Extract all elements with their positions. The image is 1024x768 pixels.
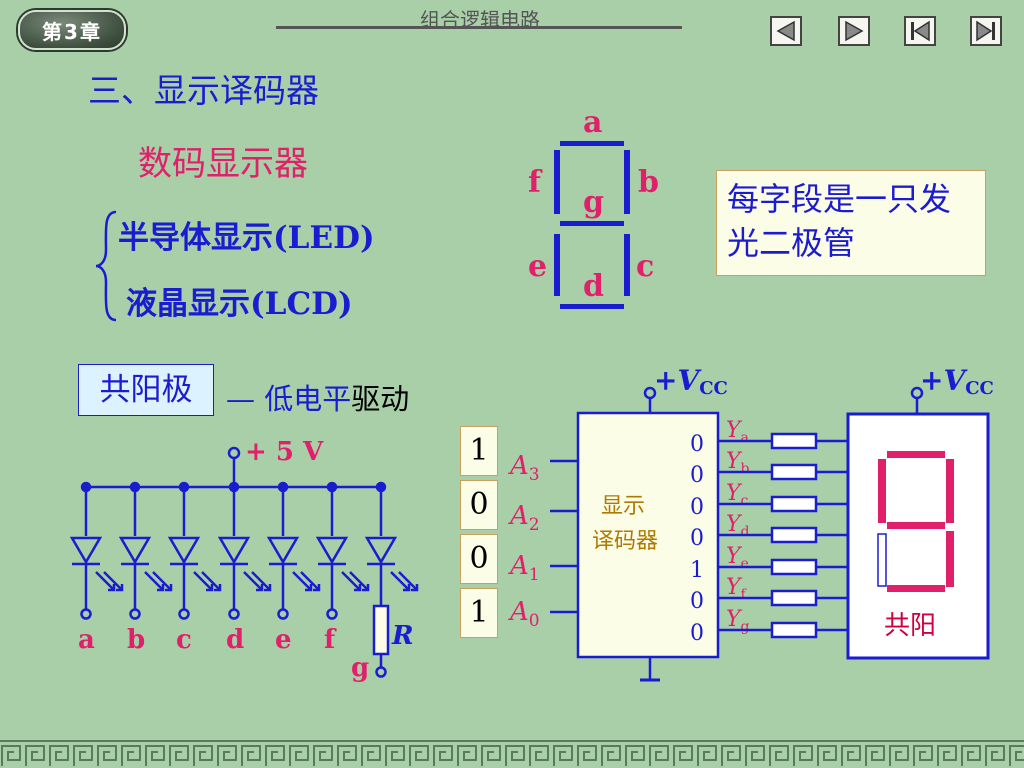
decoder-output-value: 0 (690, 495, 704, 520)
led-column (266, 481, 321, 620)
skip-to-end-icon (976, 20, 995, 42)
segment-label-f: f (528, 165, 543, 200)
common-anode-display (846, 386, 990, 660)
led-output-label: d (226, 625, 244, 655)
vcc-right-sub: CC (965, 378, 994, 399)
segment-d (560, 304, 624, 309)
triangle-right-icon (845, 20, 864, 42)
decoder-output-value: 1 (690, 558, 704, 583)
skip-to-start-icon (911, 20, 930, 42)
decorative-border (0, 740, 1024, 768)
input-bit-a3: 1 (460, 426, 498, 476)
led-array-circuit (69, 446, 419, 678)
segment-b (624, 150, 630, 214)
chapter-badge[interactable]: 第3章 (18, 10, 126, 50)
decoder-output-name: Yb (726, 449, 750, 477)
segment-label-a: a (583, 105, 602, 140)
output-resistor (770, 526, 818, 544)
decoder-output-value: 0 (690, 621, 704, 646)
display-types-heading: 数码显示器 (138, 144, 308, 184)
output-resistor (770, 621, 818, 639)
drive-prefix: — 低电平 (226, 382, 352, 416)
supply-terminal (227, 446, 241, 460)
prev-slide-button[interactable] (770, 16, 802, 46)
section-title: 三、显示译码器 (88, 71, 319, 110)
segment-a (560, 141, 624, 146)
decoder-output-value: 0 (690, 589, 704, 614)
led-column (118, 481, 173, 620)
last-slide-button[interactable] (970, 16, 1002, 46)
vcc-label-left: +VCC (654, 364, 728, 399)
segment-g (560, 221, 624, 226)
led-output-label: f (324, 625, 337, 655)
led-output-label: e (275, 625, 292, 655)
decoder-block (550, 386, 720, 682)
led-column (315, 481, 370, 620)
vcc-left-sub: CC (699, 378, 728, 399)
decoder-output-name: Yd (726, 512, 750, 540)
display-label: 共阳 (884, 611, 936, 641)
input-bit-a2: 0 (460, 480, 498, 530)
vcc-right-main: +V (920, 364, 968, 397)
segment-note: 每字段是一只发光二极管 (716, 170, 986, 276)
decoder-input-label: A3 (508, 451, 540, 485)
led-column (217, 481, 272, 620)
led-output-label: a (78, 625, 95, 655)
segment-label-e: e (528, 249, 547, 284)
decoder-output-value: 0 (690, 432, 704, 457)
decoder-input-label: A0 (508, 597, 540, 631)
output-resistor (770, 495, 818, 513)
supply-label: + 5 V (245, 437, 324, 467)
led-output-label: c (176, 625, 192, 655)
input-bit-a1: 0 (460, 534, 498, 584)
decoder-output-name: Ya (726, 418, 749, 446)
decoder-input-label: A2 (508, 501, 540, 535)
resistor-label: R (391, 621, 414, 651)
decoder-output-name: Ye (726, 544, 749, 572)
led-column (69, 481, 124, 620)
resistor (372, 604, 390, 656)
segment-label-b: b (638, 165, 659, 200)
segment-label-d: d (583, 269, 604, 304)
led-output-label-g: g (351, 653, 369, 683)
decoder-output-name: Yc (726, 481, 749, 509)
vcc-label-right: +VCC (920, 364, 994, 399)
drive-suffix: 驱动 (351, 382, 410, 416)
output-resistor (770, 558, 818, 576)
decoder-label-line1: 显示 (601, 494, 645, 519)
decoder-output-value: 0 (690, 463, 704, 488)
first-slide-button[interactable] (904, 16, 936, 46)
decoder-output-name: Yf (726, 575, 748, 603)
header-divider (276, 26, 682, 29)
segment-label-g: g (583, 185, 604, 220)
segment-e (554, 234, 560, 296)
input-bit-a0: 1 (460, 588, 498, 638)
next-slide-button[interactable] (838, 16, 870, 46)
segment-c (624, 234, 630, 296)
decoder-input-label: A1 (508, 551, 540, 585)
triangle-left-icon (776, 20, 795, 42)
common-anode-label: 共阳极 (78, 364, 214, 416)
decoder-label-line2: 译码器 (592, 529, 658, 554)
output-resistor (770, 432, 818, 450)
output-resistor (770, 589, 818, 607)
list-item-lcd: 液晶显示(LCD) (126, 286, 353, 322)
list-item-led: 半导体显示(LED) (118, 220, 375, 256)
decoder-output-name: Yg (726, 607, 750, 635)
segment-f (554, 150, 560, 214)
drive-description: — 低电平驱动 (226, 376, 409, 418)
decoder-output-value: 0 (690, 526, 704, 551)
led-column (167, 481, 222, 620)
output-resistor (770, 463, 818, 481)
led-column (364, 481, 419, 678)
seven-segment-display (554, 141, 630, 309)
led-output-label: b (127, 625, 145, 655)
brace-icon (95, 210, 117, 322)
vcc-left-main: +V (654, 364, 702, 397)
segment-label-c: c (636, 249, 654, 284)
